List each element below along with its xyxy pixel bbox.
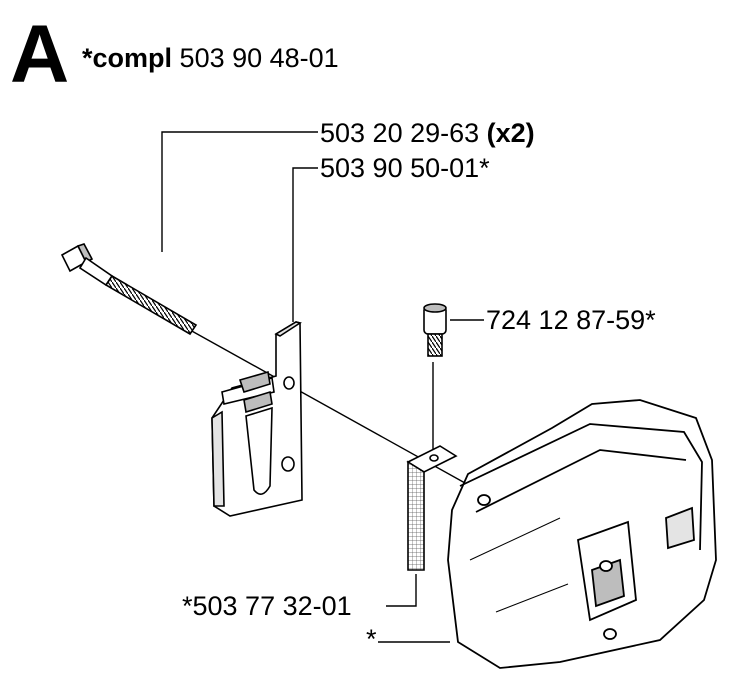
leader-bolt bbox=[161, 131, 318, 252]
plate-part-number: 503 90 50-01* bbox=[320, 153, 490, 183]
plate-part bbox=[211, 321, 303, 517]
compl-label: *compl bbox=[82, 43, 173, 73]
section-letter: A bbox=[10, 9, 69, 100]
compl-part-number: 503 90 48-01 bbox=[179, 43, 339, 73]
leader-screen bbox=[386, 574, 417, 607]
screen-part bbox=[406, 445, 458, 571]
bolt-part-number: 503 20 29-63 bbox=[320, 118, 480, 148]
screw-part-number: 724 12 87-59* bbox=[486, 305, 656, 335]
muffler-part bbox=[447, 399, 717, 669]
muffler-part-number: * bbox=[366, 624, 377, 654]
bolt-part bbox=[60, 243, 198, 336]
callout-muffler: * bbox=[366, 624, 377, 654]
callout-plate: 503 90 50-01* bbox=[320, 153, 490, 183]
assembly-heading: *compl 503 90 48-01 bbox=[82, 42, 339, 74]
bolt-quantity: (x2) bbox=[486, 118, 535, 148]
leader-plate bbox=[292, 167, 318, 322]
screw-part bbox=[423, 303, 447, 357]
screen-part-number: *503 77 32-01 bbox=[182, 591, 352, 621]
callout-screw: 724 12 87-59* bbox=[486, 305, 656, 335]
callout-screen: *503 77 32-01 bbox=[182, 591, 352, 621]
callout-bolt: 503 20 29-63 (x2) bbox=[320, 118, 535, 148]
